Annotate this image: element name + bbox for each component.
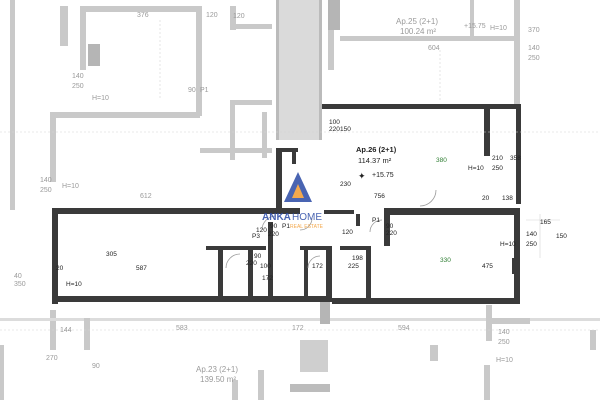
p1-a: P1	[200, 87, 209, 94]
guides	[0, 20, 600, 331]
dim-90g: 90	[92, 363, 100, 370]
dim-90d: 90	[254, 253, 262, 260]
dim-220h: 220	[246, 260, 257, 267]
dim-594: 594	[398, 325, 410, 332]
dim-604: 604	[428, 45, 440, 52]
h10-b: H=10	[62, 183, 79, 190]
ap26-dimensions: 100 220 150 230 380 756 210 250 H=10 358…	[56, 119, 567, 288]
p3: P3	[252, 233, 260, 240]
dim-172b: 172	[312, 263, 323, 270]
h10-f: H=10	[490, 25, 507, 32]
dim-250e: 250	[498, 339, 510, 346]
dim-172c: 172	[292, 325, 304, 332]
p1-c: P1	[372, 217, 380, 224]
dim-612: 612	[140, 193, 152, 200]
dim-20a: 20	[482, 195, 490, 202]
logo-brand-a: ANKA	[262, 212, 291, 223]
dim-270: 270	[46, 355, 58, 362]
dim-250a: 250	[72, 83, 84, 90]
dim-140e: 140	[528, 45, 540, 52]
dim-358: 358	[510, 155, 521, 162]
dim-100: 100	[329, 119, 340, 126]
h10-e: H=10	[496, 357, 513, 364]
dim-140b: 140	[40, 177, 52, 184]
dim-220e: 220	[268, 231, 279, 238]
ap25-level: +15.75	[464, 23, 486, 30]
dim-220g: 220	[386, 230, 397, 237]
ap25-name: Ap.25 (2+1)	[396, 17, 438, 26]
dim-138: 138	[502, 195, 513, 202]
p1-b: P1	[282, 223, 290, 230]
ap23-name: Ap.23 (2+1)	[196, 365, 238, 374]
dim-120c: 120	[233, 13, 245, 20]
dim-100b: 100	[260, 263, 271, 270]
dim-220d: 220	[329, 126, 340, 133]
dim-380: 380	[436, 157, 447, 164]
dim-225: 225	[348, 263, 359, 270]
dim-330: 330	[440, 257, 451, 264]
dim-172a: 172	[262, 275, 273, 282]
ap25-label: Ap.25 (2+1) 100.24 m² +15.75	[396, 17, 486, 36]
dim-140c: 140	[526, 231, 537, 238]
dim-40: 40	[14, 273, 22, 280]
ap26-area: 114.37 m²	[358, 156, 392, 165]
ap26-level: +15.75	[372, 172, 394, 179]
dim-150b: 150	[556, 233, 567, 240]
ghost-labels: 376 120 140 250 H=10 90 P1 140 250 H=10 …	[14, 12, 540, 370]
dim-165: 165	[540, 219, 551, 226]
dim-90f: 90	[270, 223, 278, 230]
dim-475: 475	[482, 263, 493, 270]
dim-350: 350	[14, 281, 26, 288]
dim-250d: 250	[526, 241, 537, 248]
dim-20b: 20	[56, 265, 64, 272]
dim-144: 144	[60, 327, 72, 334]
logo-brand-b: HOME	[292, 212, 322, 223]
dim-210: 210	[492, 155, 503, 162]
level-marker-icon: ✦	[358, 171, 366, 181]
apartment-26-walls	[52, 104, 521, 304]
dim-90e: 90	[386, 223, 394, 230]
door-swings	[225, 189, 437, 269]
dim-90a: 90	[188, 87, 196, 94]
ap26-name: Ap.26 (2+1)	[356, 145, 397, 154]
dim-230: 230	[340, 181, 351, 188]
ap23-area: 139.50 m²	[200, 375, 236, 384]
logo-subtitle: REAL ESTATE	[290, 224, 324, 230]
ap23-label: Ap.23 (2+1) 139.50 m²	[196, 365, 238, 384]
dim-756: 756	[374, 193, 385, 200]
dim-140d: 140	[498, 329, 510, 336]
h10-e-main: H=10	[66, 281, 82, 288]
logo-inner-icon	[292, 184, 304, 198]
dim-583: 583	[176, 325, 188, 332]
h10-a: H=10	[92, 95, 109, 102]
dim-140a: 140	[72, 73, 84, 80]
dim-120e: 120	[342, 229, 353, 236]
anka-home-logo: ANKA HOME REAL ESTATE	[262, 172, 324, 230]
dim-250c: 250	[492, 165, 503, 172]
dim-198: 198	[352, 255, 363, 262]
dim-587: 587	[136, 265, 147, 272]
h10-d: H=10	[500, 241, 516, 248]
dim-250f: 250	[528, 55, 540, 62]
dim-376: 376	[137, 12, 149, 19]
dim-370: 370	[528, 27, 540, 34]
dim-305: 305	[106, 251, 117, 258]
dim-120a: 120	[206, 12, 218, 19]
dim-250b: 250	[40, 187, 52, 194]
ap25-area: 100.24 m²	[400, 27, 436, 36]
dim-150: 150	[340, 126, 351, 133]
ap26-label: Ap.26 (2+1) 114.37 m² +15.75 ✦	[356, 145, 397, 181]
h10-c: H=10	[468, 165, 484, 172]
dim-120d: 120	[256, 227, 267, 234]
